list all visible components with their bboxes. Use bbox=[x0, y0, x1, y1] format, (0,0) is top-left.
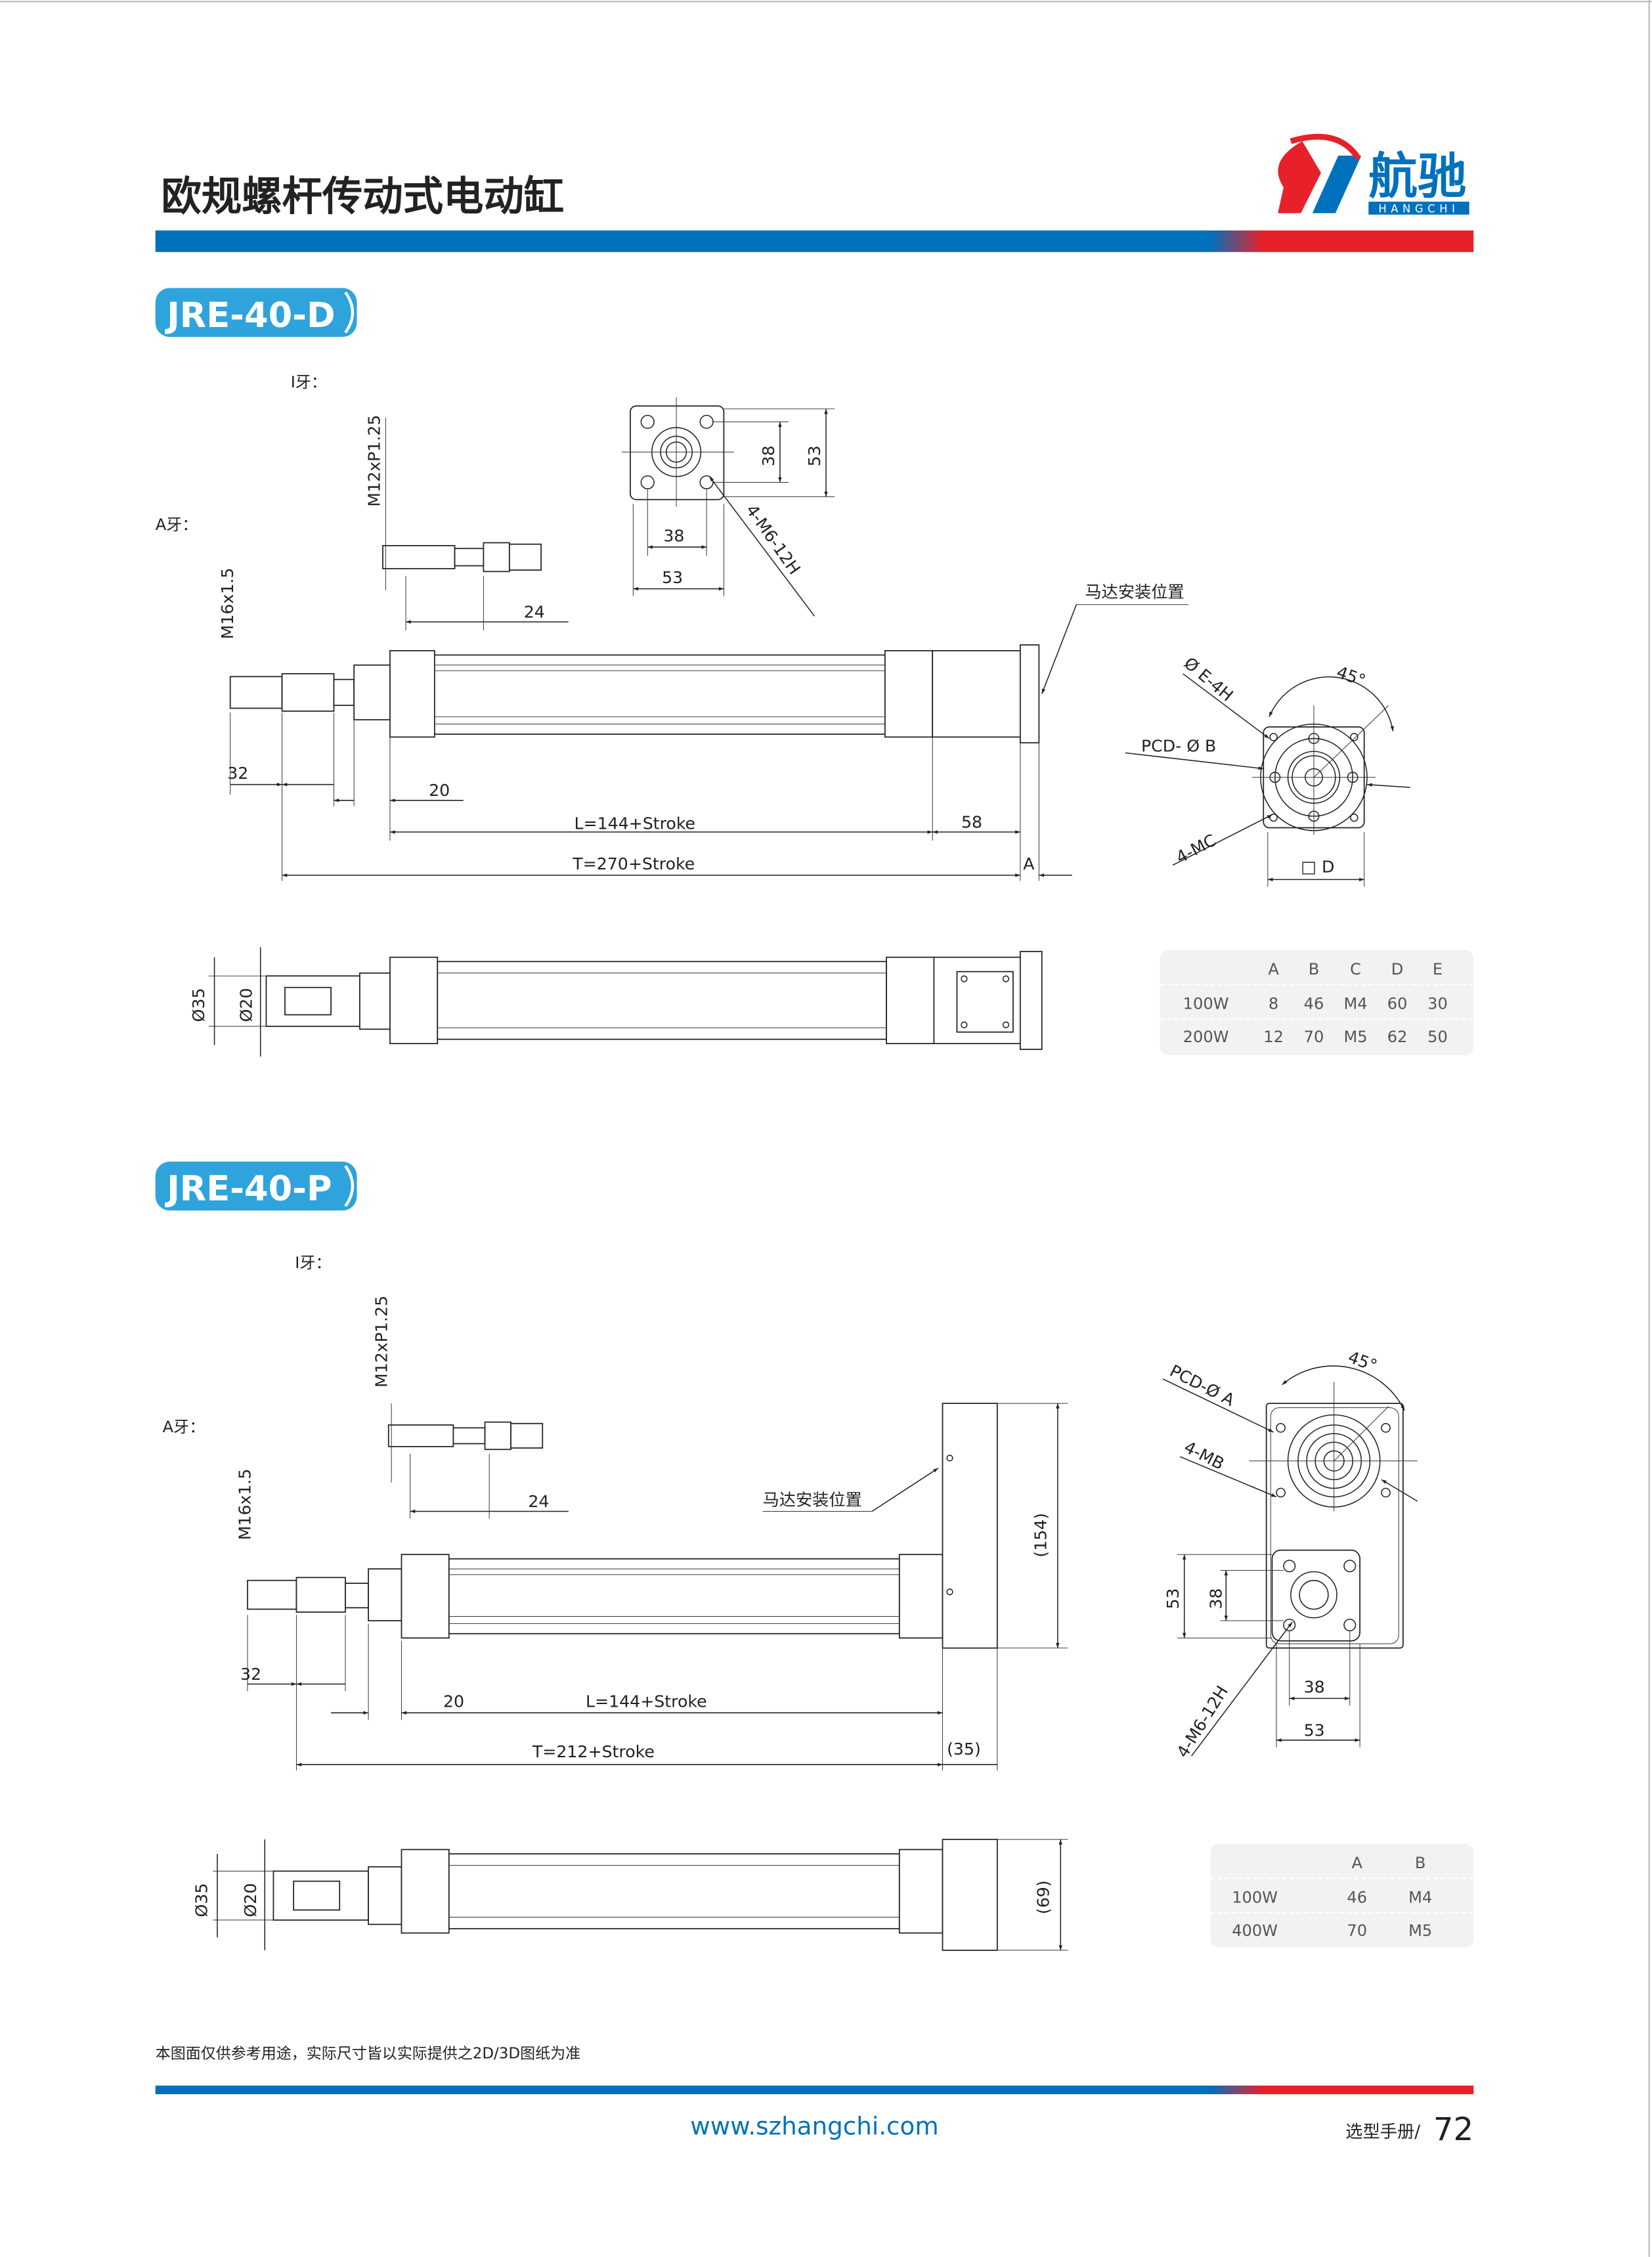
logo-text-en: HANGCHI bbox=[1378, 203, 1459, 215]
dim-69: (69) bbox=[1034, 1880, 1053, 1914]
a-thread-label: A牙： bbox=[163, 1418, 206, 1436]
cylinder-p-front-view bbox=[247, 1403, 1068, 1770]
flange-38h: 38 bbox=[1304, 1678, 1325, 1697]
table-cell: 8 bbox=[1269, 995, 1278, 1013]
dim-32: 32 bbox=[240, 1665, 261, 1684]
spec-table-p: A B 100W 46 M4 400W 70 M5 bbox=[1210, 1843, 1474, 1948]
flange-53h: 53 bbox=[1304, 1720, 1325, 1740]
table-cell: 62 bbox=[1387, 1028, 1408, 1046]
i-thread-label: I牙： bbox=[295, 1254, 331, 1272]
i-thread-spec: M12xP1.25 bbox=[372, 1296, 391, 1388]
dim-T: T=270+Stroke bbox=[572, 854, 695, 873]
table-cell: 12 bbox=[1263, 1028, 1284, 1046]
dim-A: A bbox=[1023, 854, 1035, 873]
table-row: 100W 46 M4 bbox=[1232, 1889, 1432, 1907]
i-thread-rod-drawing bbox=[382, 417, 569, 631]
cylinder-d-front-view bbox=[229, 604, 1189, 881]
badge-label: JRE-40-P bbox=[165, 1169, 332, 1209]
table-cell: 46 bbox=[1347, 1889, 1367, 1907]
table-cell: 70 bbox=[1347, 1921, 1367, 1940]
dim-24: 24 bbox=[524, 602, 545, 621]
website-link[interactable]: www.szhangchi.com bbox=[690, 2111, 938, 2140]
side-d20: Ø20 bbox=[241, 1883, 260, 1917]
page-number: 72 bbox=[1433, 2111, 1473, 2148]
badge-jre-40-p: JRE-40-P bbox=[155, 1161, 357, 1211]
table-cell: 30 bbox=[1427, 995, 1448, 1013]
table-cell: M4 bbox=[1408, 1889, 1432, 1907]
table-cell: 50 bbox=[1427, 1028, 1448, 1046]
disclaimer-note: 本图面仅供参考用途，实际尺寸皆以实际提供之2D/3D图纸为准 bbox=[156, 2045, 580, 2062]
flange-38h: 38 bbox=[663, 526, 684, 545]
dim-35: (35) bbox=[947, 1740, 981, 1759]
motor-flange-d-drawing bbox=[1125, 673, 1410, 887]
flange-38v: 38 bbox=[1207, 1588, 1226, 1609]
table-cell: 60 bbox=[1387, 995, 1408, 1013]
dim-T: T=212+Stroke bbox=[532, 1742, 655, 1761]
table-header-A: A bbox=[1268, 960, 1279, 978]
side-d35: Ø35 bbox=[189, 988, 208, 1022]
dim-58: 58 bbox=[961, 812, 982, 831]
table-row: 200W 12 70 M5 62 50 bbox=[1183, 1028, 1448, 1046]
catalog-label: 选型手册/ bbox=[1345, 2122, 1420, 2142]
cylinder-d-side-view bbox=[208, 947, 1043, 1057]
table-header-E: E bbox=[1433, 960, 1443, 978]
table-cell: M5 bbox=[1343, 1028, 1367, 1046]
motor-position-label: 马达安装位置 bbox=[1085, 582, 1184, 602]
i-thread-spec: M12xP1.25 bbox=[365, 415, 384, 507]
table-header-B: B bbox=[1415, 1854, 1426, 1872]
dim-L: L=144+Stroke bbox=[574, 814, 695, 833]
flange-53v: 53 bbox=[1163, 1588, 1183, 1609]
table-row: 400W 70 M5 bbox=[1232, 1921, 1432, 1940]
header-bar bbox=[155, 230, 1474, 252]
logo-text-cn: 航驰 bbox=[1368, 148, 1466, 205]
flange-53v: 53 bbox=[805, 445, 824, 466]
a-thread-spec: M16x1.5 bbox=[235, 1469, 254, 1541]
dim-24: 24 bbox=[528, 1492, 549, 1511]
table-header-A: A bbox=[1351, 1854, 1362, 1872]
table-cell: M5 bbox=[1408, 1921, 1432, 1940]
table-header-D: D bbox=[1391, 960, 1404, 978]
side-d20: Ø20 bbox=[237, 988, 256, 1022]
dim-32: 32 bbox=[227, 764, 248, 783]
badge-jre-40-d: JRE-40-D bbox=[155, 288, 357, 338]
a-thread-spec: M16x1.5 bbox=[218, 568, 237, 640]
table-cell: 100W bbox=[1232, 1889, 1278, 1907]
page-title: 欧规螺杆传动式电动缸 bbox=[161, 173, 564, 220]
table-header-C: C bbox=[1350, 960, 1361, 978]
motor-D: □ D bbox=[1301, 857, 1334, 876]
table-cell: 200W bbox=[1183, 1028, 1229, 1046]
motor-flange-p-drawing bbox=[1162, 1365, 1418, 1757]
side-d35: Ø35 bbox=[192, 1883, 211, 1917]
cylinder-p-side-view bbox=[213, 1839, 1068, 1951]
table-cell: 70 bbox=[1304, 1028, 1324, 1046]
motor-PCD: PCD- Ø B bbox=[1141, 736, 1216, 755]
a-thread-label: A牙： bbox=[156, 515, 198, 534]
dim-20: 20 bbox=[429, 781, 450, 800]
spec-table-d: A B C D E 100W 8 46 M4 60 30 200W 12 70 … bbox=[1160, 950, 1474, 1055]
table-cell: 400W bbox=[1232, 1921, 1278, 1940]
flange-38v: 38 bbox=[759, 445, 778, 466]
table-cell: 100W bbox=[1183, 995, 1229, 1013]
table-row: 100W 8 46 M4 60 30 bbox=[1183, 995, 1448, 1013]
front-flange-drawing bbox=[621, 397, 835, 617]
table-header-B: B bbox=[1309, 960, 1320, 978]
footer-bar bbox=[155, 2085, 1474, 2095]
dim-154: (154) bbox=[1031, 1513, 1050, 1558]
motor-position-label: 马达安装位置 bbox=[763, 1491, 862, 1510]
flange-53h: 53 bbox=[662, 568, 683, 587]
i-thread-label: I牙： bbox=[291, 373, 327, 391]
dim-20: 20 bbox=[443, 1692, 464, 1711]
badge-label: JRE-40-D bbox=[165, 296, 335, 336]
table-cell: 46 bbox=[1304, 995, 1324, 1013]
brand-logo: 航驰 HANGCHI bbox=[1278, 133, 1469, 215]
table-cell: M4 bbox=[1343, 995, 1367, 1013]
i-thread-rod-drawing-p bbox=[387, 1403, 569, 1519]
dim-L: L=144+Stroke bbox=[586, 1692, 707, 1711]
